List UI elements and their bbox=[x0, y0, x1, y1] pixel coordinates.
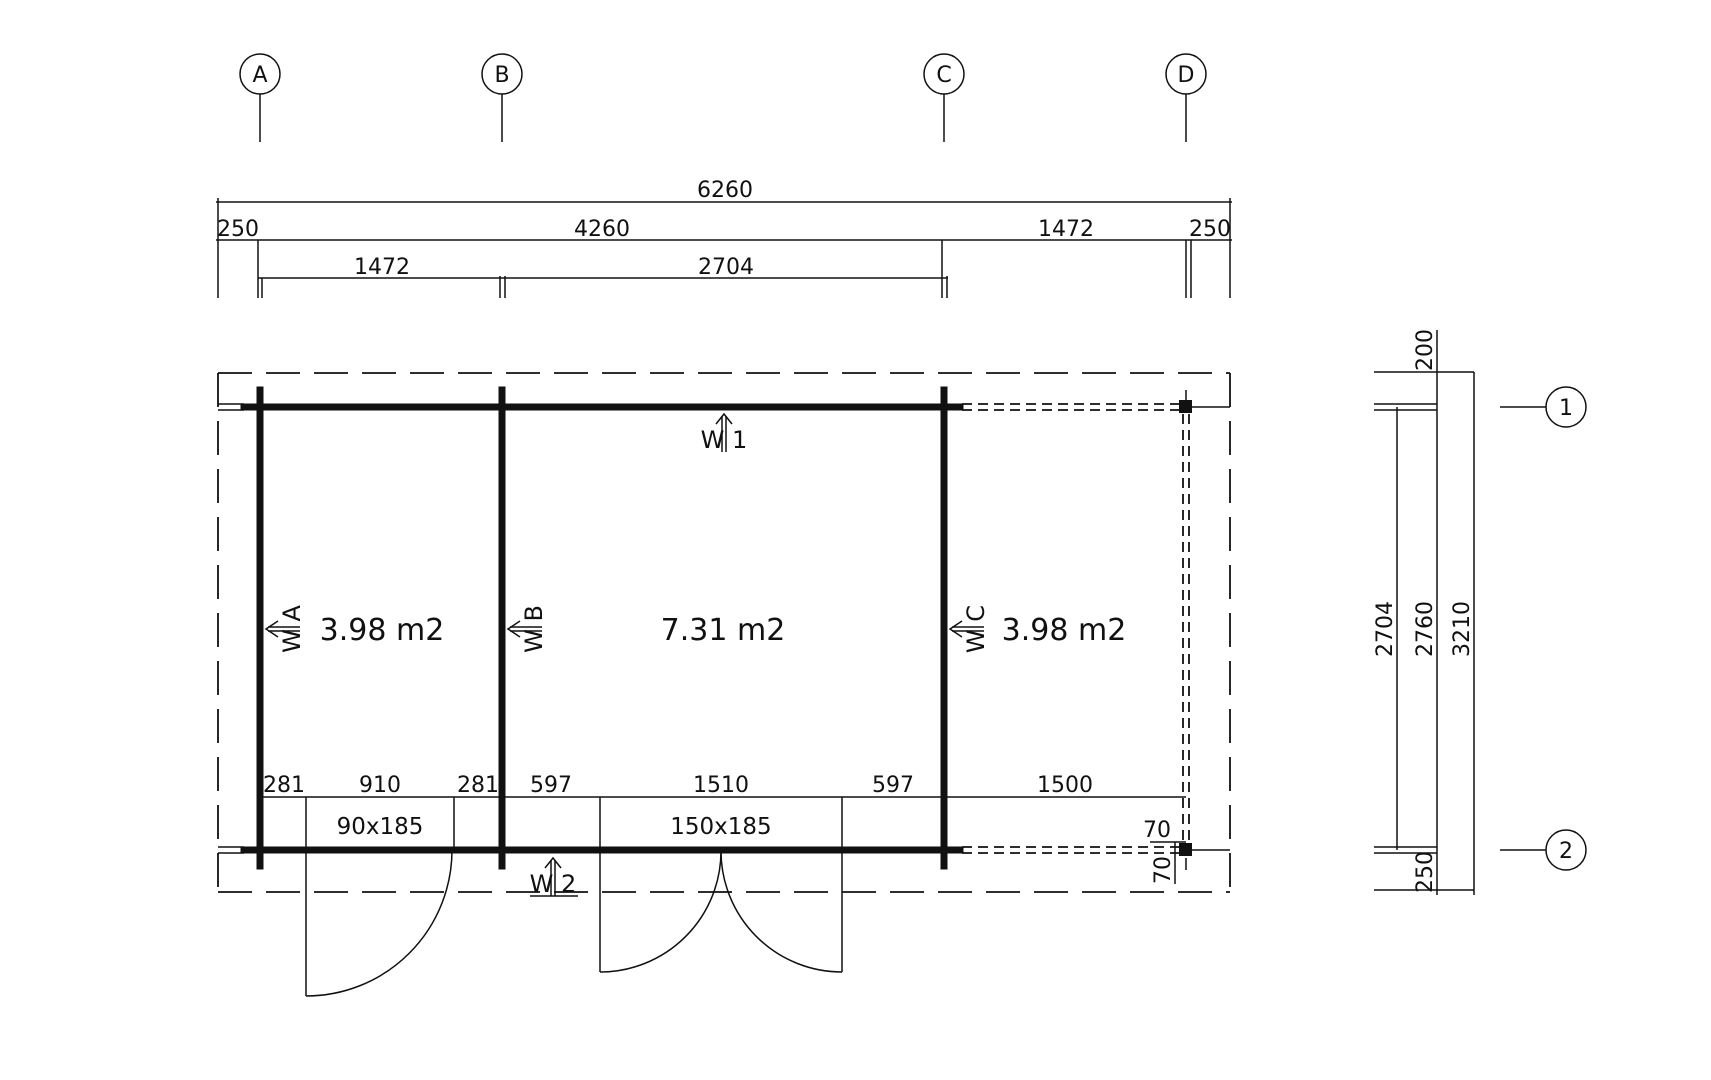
door-single-size: 90x185 bbox=[337, 814, 424, 840]
opening-dim-1510: 1510 bbox=[693, 773, 749, 798]
grid-label-a: A bbox=[252, 63, 267, 88]
wall-view-markers: W 1 W 2 W A W B W C bbox=[264, 412, 990, 898]
room-area-middle: 7.31 m2 bbox=[661, 613, 786, 648]
dim-left-overhang: 250 bbox=[217, 217, 259, 242]
opening-dim-597-a: 597 bbox=[530, 773, 572, 798]
wall-label-w2: W 2 bbox=[530, 870, 577, 898]
walls bbox=[218, 386, 964, 870]
dim-overall-6260: 6260 bbox=[697, 178, 753, 203]
wall-label-wc: W C bbox=[962, 605, 990, 653]
post-dim-horizontal: 70 bbox=[1143, 818, 1171, 843]
grid-label-b: B bbox=[494, 63, 509, 88]
roof-outline bbox=[217, 372, 1231, 893]
wall-marker-wc: W C bbox=[948, 605, 990, 653]
dim-4260: 4260 bbox=[574, 217, 630, 242]
dim-2704: 2704 bbox=[698, 255, 754, 280]
room-areas: 3.98 m2 7.31 m2 3.98 m2 bbox=[320, 613, 1127, 648]
wall-label-w1: W 1 bbox=[701, 426, 748, 454]
opening-dim-281-b: 281 bbox=[457, 773, 499, 798]
opening-dim-1500: 1500 bbox=[1037, 773, 1093, 798]
wall-label-wb: W B bbox=[520, 605, 548, 653]
room-area-right: 3.98 m2 bbox=[1002, 613, 1127, 648]
section-dim-3210: 3210 bbox=[1450, 601, 1475, 657]
side-section: 200 2704 2760 3210 250 bbox=[1373, 329, 1475, 895]
section-dim-250: 250 bbox=[1413, 851, 1438, 893]
post-dim-vertical: 70 bbox=[1151, 856, 1176, 884]
dim-1472-left: 1472 bbox=[354, 255, 410, 280]
post-dimension: 70 70 bbox=[1143, 818, 1186, 884]
wall-marker-wa: W A bbox=[264, 605, 306, 653]
grid-marker-1: 1 bbox=[1500, 386, 1587, 428]
top-dimension-chains: 6260 250 4260 1472 250 1472 2704 bbox=[216, 178, 1232, 298]
opening-dim-910: 910 bbox=[359, 773, 401, 798]
dim-right-overhang: 250 bbox=[1189, 217, 1231, 242]
grid-marker-b: B bbox=[481, 53, 523, 142]
grid-label-1: 1 bbox=[1559, 396, 1573, 421]
dim-1472-right: 1472 bbox=[1038, 217, 1094, 242]
section-dim-200: 200 bbox=[1413, 329, 1438, 371]
opening-dim-281-a: 281 bbox=[263, 773, 305, 798]
grid-label-2: 2 bbox=[1559, 839, 1573, 864]
post-top bbox=[1179, 400, 1192, 413]
grid-marker-d: D bbox=[1165, 53, 1207, 142]
wall-label-wa: W A bbox=[278, 605, 306, 653]
grid-label-d: D bbox=[1178, 63, 1195, 88]
grid-marker-c: C bbox=[923, 53, 965, 142]
post-bottom bbox=[1179, 843, 1192, 856]
grid-marker-a: A bbox=[239, 53, 281, 142]
grid-label-c: C bbox=[936, 63, 951, 88]
wall-marker-w1: W 1 bbox=[701, 412, 748, 454]
room-area-left: 3.98 m2 bbox=[320, 613, 445, 648]
openings-dimension-chain: 281 910 281 597 1510 597 1500 bbox=[260, 773, 1186, 850]
grid-marker-2: 2 bbox=[1500, 829, 1587, 871]
wall-marker-wb: W B bbox=[506, 605, 548, 653]
door-double-size: 150x185 bbox=[670, 814, 771, 840]
grid-column-markers: A B C D bbox=[239, 53, 1207, 142]
wall-marker-w2: W 2 bbox=[530, 856, 578, 898]
opening-dim-597-b: 597 bbox=[872, 773, 914, 798]
section-dim-2704: 2704 bbox=[1373, 601, 1398, 657]
grid-row-markers: 1 2 bbox=[1500, 386, 1587, 871]
section-dim-2760: 2760 bbox=[1413, 601, 1438, 657]
door-single: 90x185 bbox=[305, 814, 453, 997]
door-double: 150x185 bbox=[599, 814, 843, 973]
canopy-outline bbox=[962, 390, 1230, 870]
